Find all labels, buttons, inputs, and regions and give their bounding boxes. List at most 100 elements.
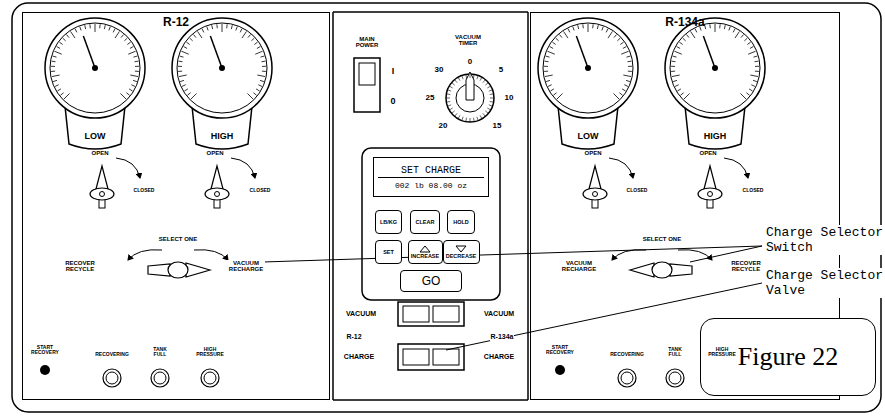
dial-tick	[458, 77, 460, 80]
valve-window	[433, 306, 459, 322]
valve-knob	[698, 188, 722, 200]
gauge-tick	[57, 47, 60, 49]
panel-label: START RECOVERY	[28, 345, 62, 356]
panel-label: SELECT ONE	[158, 236, 198, 242]
dial-tick	[446, 93, 450, 95]
gauge-tick	[184, 47, 187, 49]
gauge-tick	[222, 24, 223, 32]
dial-tick	[490, 98, 494, 99]
gauge-bezel	[538, 18, 638, 118]
gauge-tick	[240, 29, 242, 33]
gauge-tick	[99, 24, 100, 28]
gauge-tick	[621, 51, 628, 54]
gauge-face	[543, 23, 633, 113]
gauge-tick	[64, 93, 70, 99]
start-button	[40, 365, 50, 375]
keypad-button: CLEAR	[410, 210, 440, 234]
gauge-tick	[755, 61, 759, 63]
valve-knob	[205, 188, 229, 200]
gauge-tick	[677, 47, 680, 49]
gauge-tick	[59, 42, 62, 44]
gauge-needle	[576, 36, 588, 68]
keypad-button: DECREASE	[443, 240, 480, 264]
arrow-icon	[455, 245, 467, 253]
gauge-tick	[753, 56, 757, 57]
dial-tick	[465, 74, 467, 78]
dial-tick	[452, 111, 455, 114]
gauge-tick	[71, 31, 75, 38]
gauge-tick	[126, 93, 129, 95]
gauge-tick	[129, 89, 132, 91]
gauge-tick	[547, 51, 554, 54]
gauge-tick	[52, 75, 60, 77]
valve-hub	[100, 192, 105, 197]
callout-text: Charge Selector Valve	[764, 268, 885, 298]
panel-label: 0	[467, 58, 473, 66]
panel-label: MAIN POWER	[351, 36, 383, 49]
gauge-tick	[683, 38, 686, 41]
indicator-light	[666, 369, 684, 387]
button-label: CLEAR	[416, 219, 435, 225]
gauge-tick	[546, 56, 550, 57]
dial-tick	[449, 108, 452, 110]
valve-knob	[583, 188, 607, 200]
button-label: SET	[383, 249, 394, 255]
dial-tick	[455, 80, 458, 83]
panel-label: 5	[498, 66, 504, 74]
valve-window	[403, 306, 429, 322]
gauge-tick	[680, 93, 683, 95]
center-bottom	[333, 399, 528, 401]
gauge-tick	[673, 56, 677, 57]
gauge-tick	[115, 31, 119, 38]
figure-label: Figure 22	[738, 342, 838, 372]
gauge-tick	[750, 75, 758, 77]
gauge-tick	[568, 29, 570, 33]
power-rocker	[359, 63, 375, 85]
gauge-tick	[216, 24, 217, 28]
indicator-lens	[154, 372, 166, 384]
panel-label: CHARGE	[343, 353, 375, 360]
gauge-tick	[602, 27, 603, 31]
gauge-tick	[53, 56, 57, 57]
panel-label: R-12	[345, 333, 362, 340]
gauge-tick	[242, 31, 246, 38]
turn-arrow	[724, 158, 748, 178]
gauge-tick	[677, 89, 680, 91]
gauge-tick	[552, 42, 555, 44]
gauge-tick	[597, 25, 599, 29]
keypad-button: HOLD	[447, 210, 475, 234]
gauge-hub	[585, 65, 591, 71]
gauge-tick	[553, 93, 556, 95]
button-label: DECREASE	[446, 253, 477, 259]
gauge-tick	[577, 25, 579, 29]
display-text: 002 lb 08.00 oz	[374, 180, 488, 191]
gauge-tick	[671, 66, 675, 67]
valve-handle	[96, 166, 108, 189]
gauge-tick	[695, 29, 697, 33]
dial-tick	[487, 86, 490, 88]
dial-tick	[489, 90, 493, 91]
dial-tick	[473, 74, 475, 78]
gauge-bezel	[172, 18, 272, 118]
gauge-tick	[556, 38, 559, 41]
gauge-tick	[51, 71, 55, 72]
dial-tick	[465, 118, 467, 122]
panel-label: HIGH	[210, 132, 235, 141]
gauge-tick	[257, 47, 260, 49]
panel-label: TANK FULL	[665, 347, 685, 358]
gauge-tick	[557, 93, 563, 99]
keypad-button: INCREASE	[408, 240, 443, 264]
dial-tick	[452, 83, 455, 86]
gauge-tick	[95, 24, 96, 32]
panel-label: RECOVERING	[94, 352, 130, 357]
gauge-tick	[740, 93, 746, 99]
gauge-tick	[236, 27, 237, 31]
dial-tick	[455, 113, 458, 116]
gauge-tick	[735, 31, 739, 38]
gauge-tick	[247, 93, 253, 99]
gauge-needle	[703, 36, 715, 68]
gauge-tick	[729, 27, 730, 31]
power-switch	[354, 58, 380, 112]
gauge-tick	[121, 35, 124, 38]
gauge-tick	[672, 61, 676, 63]
